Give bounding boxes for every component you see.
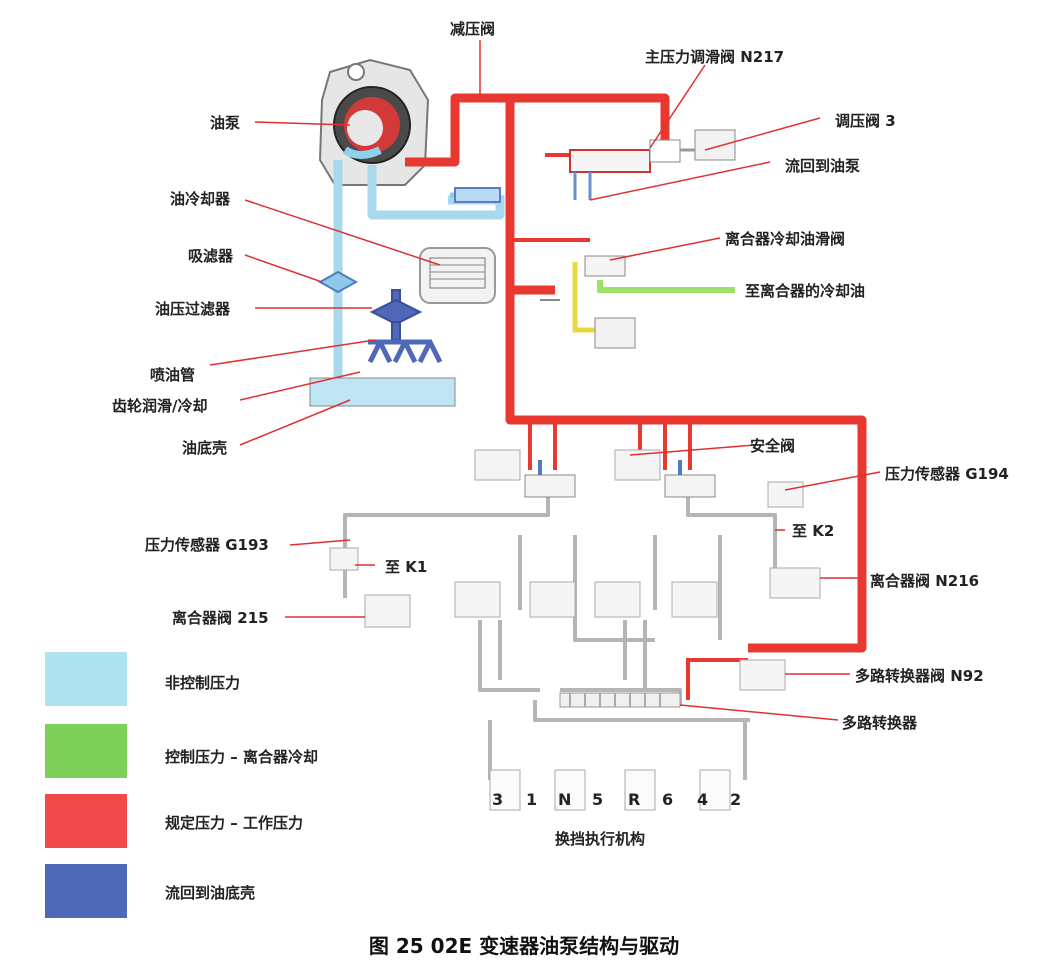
- label-safety-valve: 安全阀: [750, 437, 796, 455]
- legend-label-uncontrolled: 非控制压力: [165, 674, 241, 692]
- cooler-return-line: [450, 187, 501, 203]
- legend-swatch-return: [45, 864, 127, 918]
- label-to-clutch-cooling: 至离合器的冷却油: [745, 282, 866, 300]
- label-sensor-g193: 压力传感器 G193: [145, 536, 269, 554]
- label-oil-pan: 油底壳: [182, 439, 228, 457]
- suction-filter: [317, 270, 359, 294]
- legend-label-return: 流回到油底壳: [165, 884, 256, 902]
- figure-caption: 图 25 02E 变速器油泵结构与驱动: [368, 934, 680, 958]
- gear-position: N: [558, 790, 572, 809]
- control-lines: [343, 495, 777, 780]
- label-regulator-valve: 调压阀 3: [835, 112, 896, 130]
- label-clutch-cooling-valve: 离合器冷却油滑阀: [725, 230, 846, 248]
- legend-swatch-working: [45, 794, 127, 848]
- clutch-valve-n216: [769, 567, 821, 599]
- shift-cylinders: [489, 769, 731, 811]
- label-return-to-pump: 流回到油泵: [785, 157, 861, 175]
- multiplexer: [559, 659, 786, 708]
- label-to-k1: 至 K1: [385, 558, 428, 576]
- gear-position: 4: [697, 790, 709, 809]
- working-pressure-lines: [405, 93, 867, 653]
- oil-cooler: [419, 247, 496, 304]
- legend-swatch-uncontrolled: [45, 652, 127, 706]
- label-sensor-g194: 压力传感器 G194: [885, 465, 1009, 483]
- oil-pan: [309, 377, 456, 407]
- label-to-k2: 至 K2: [792, 522, 835, 540]
- label-spray-tube: 喷油管: [150, 366, 196, 384]
- pressure-sensor-g194: [767, 481, 804, 508]
- label-pressure-filter: 油压过滤器: [155, 300, 231, 318]
- gear-position: 5: [592, 790, 604, 809]
- label-shift-actuator: 换挡执行机构: [555, 830, 646, 848]
- label-gear-lube: 齿轮润滑/冷却: [112, 397, 208, 415]
- gear-position: 3: [492, 790, 504, 809]
- main-pressure-valve: [569, 129, 736, 200]
- legend-swatch-controlled: [45, 724, 127, 778]
- label-clutch-valve-215: 离合器阀 215: [172, 609, 269, 627]
- gear-position: 2: [730, 790, 742, 809]
- label-mux: 多路转换器: [842, 714, 918, 732]
- label-oil-pump: 油泵: [210, 114, 241, 132]
- gear-position: R: [628, 790, 641, 809]
- gear-position: 1: [526, 790, 538, 809]
- pressure-filter: [369, 289, 423, 341]
- shift-actuators: [454, 581, 718, 618]
- gear-position: 6: [662, 790, 674, 809]
- legend-label-controlled: 控制压力 – 离合器冷却: [165, 748, 318, 766]
- clutch-cooling-valve: [540, 255, 735, 349]
- label-pressure-reducer: 减压阀: [450, 20, 496, 38]
- clutch-valve-215: [364, 594, 411, 628]
- label-mux-valve: 多路转换器阀 N92: [855, 667, 984, 685]
- label-clutch-valve-n216: 离合器阀 N216: [870, 572, 980, 590]
- safety-valve-left: [474, 449, 576, 498]
- label-suction-filter: 吸滤器: [188, 247, 234, 265]
- spray-tubes: [367, 339, 443, 364]
- legend-label-working: 规定压力 – 工作压力: [165, 814, 303, 832]
- label-oil-cooler: 油冷却器: [170, 190, 231, 208]
- label-main-pressure-valve: 主压力调滑阀 N217: [645, 48, 785, 66]
- pressure-sensor-g193: [329, 547, 359, 571]
- working-pressure-thin: [510, 153, 748, 700]
- pointer-lines: [209, 40, 881, 721]
- oil-pump: [318, 58, 430, 186]
